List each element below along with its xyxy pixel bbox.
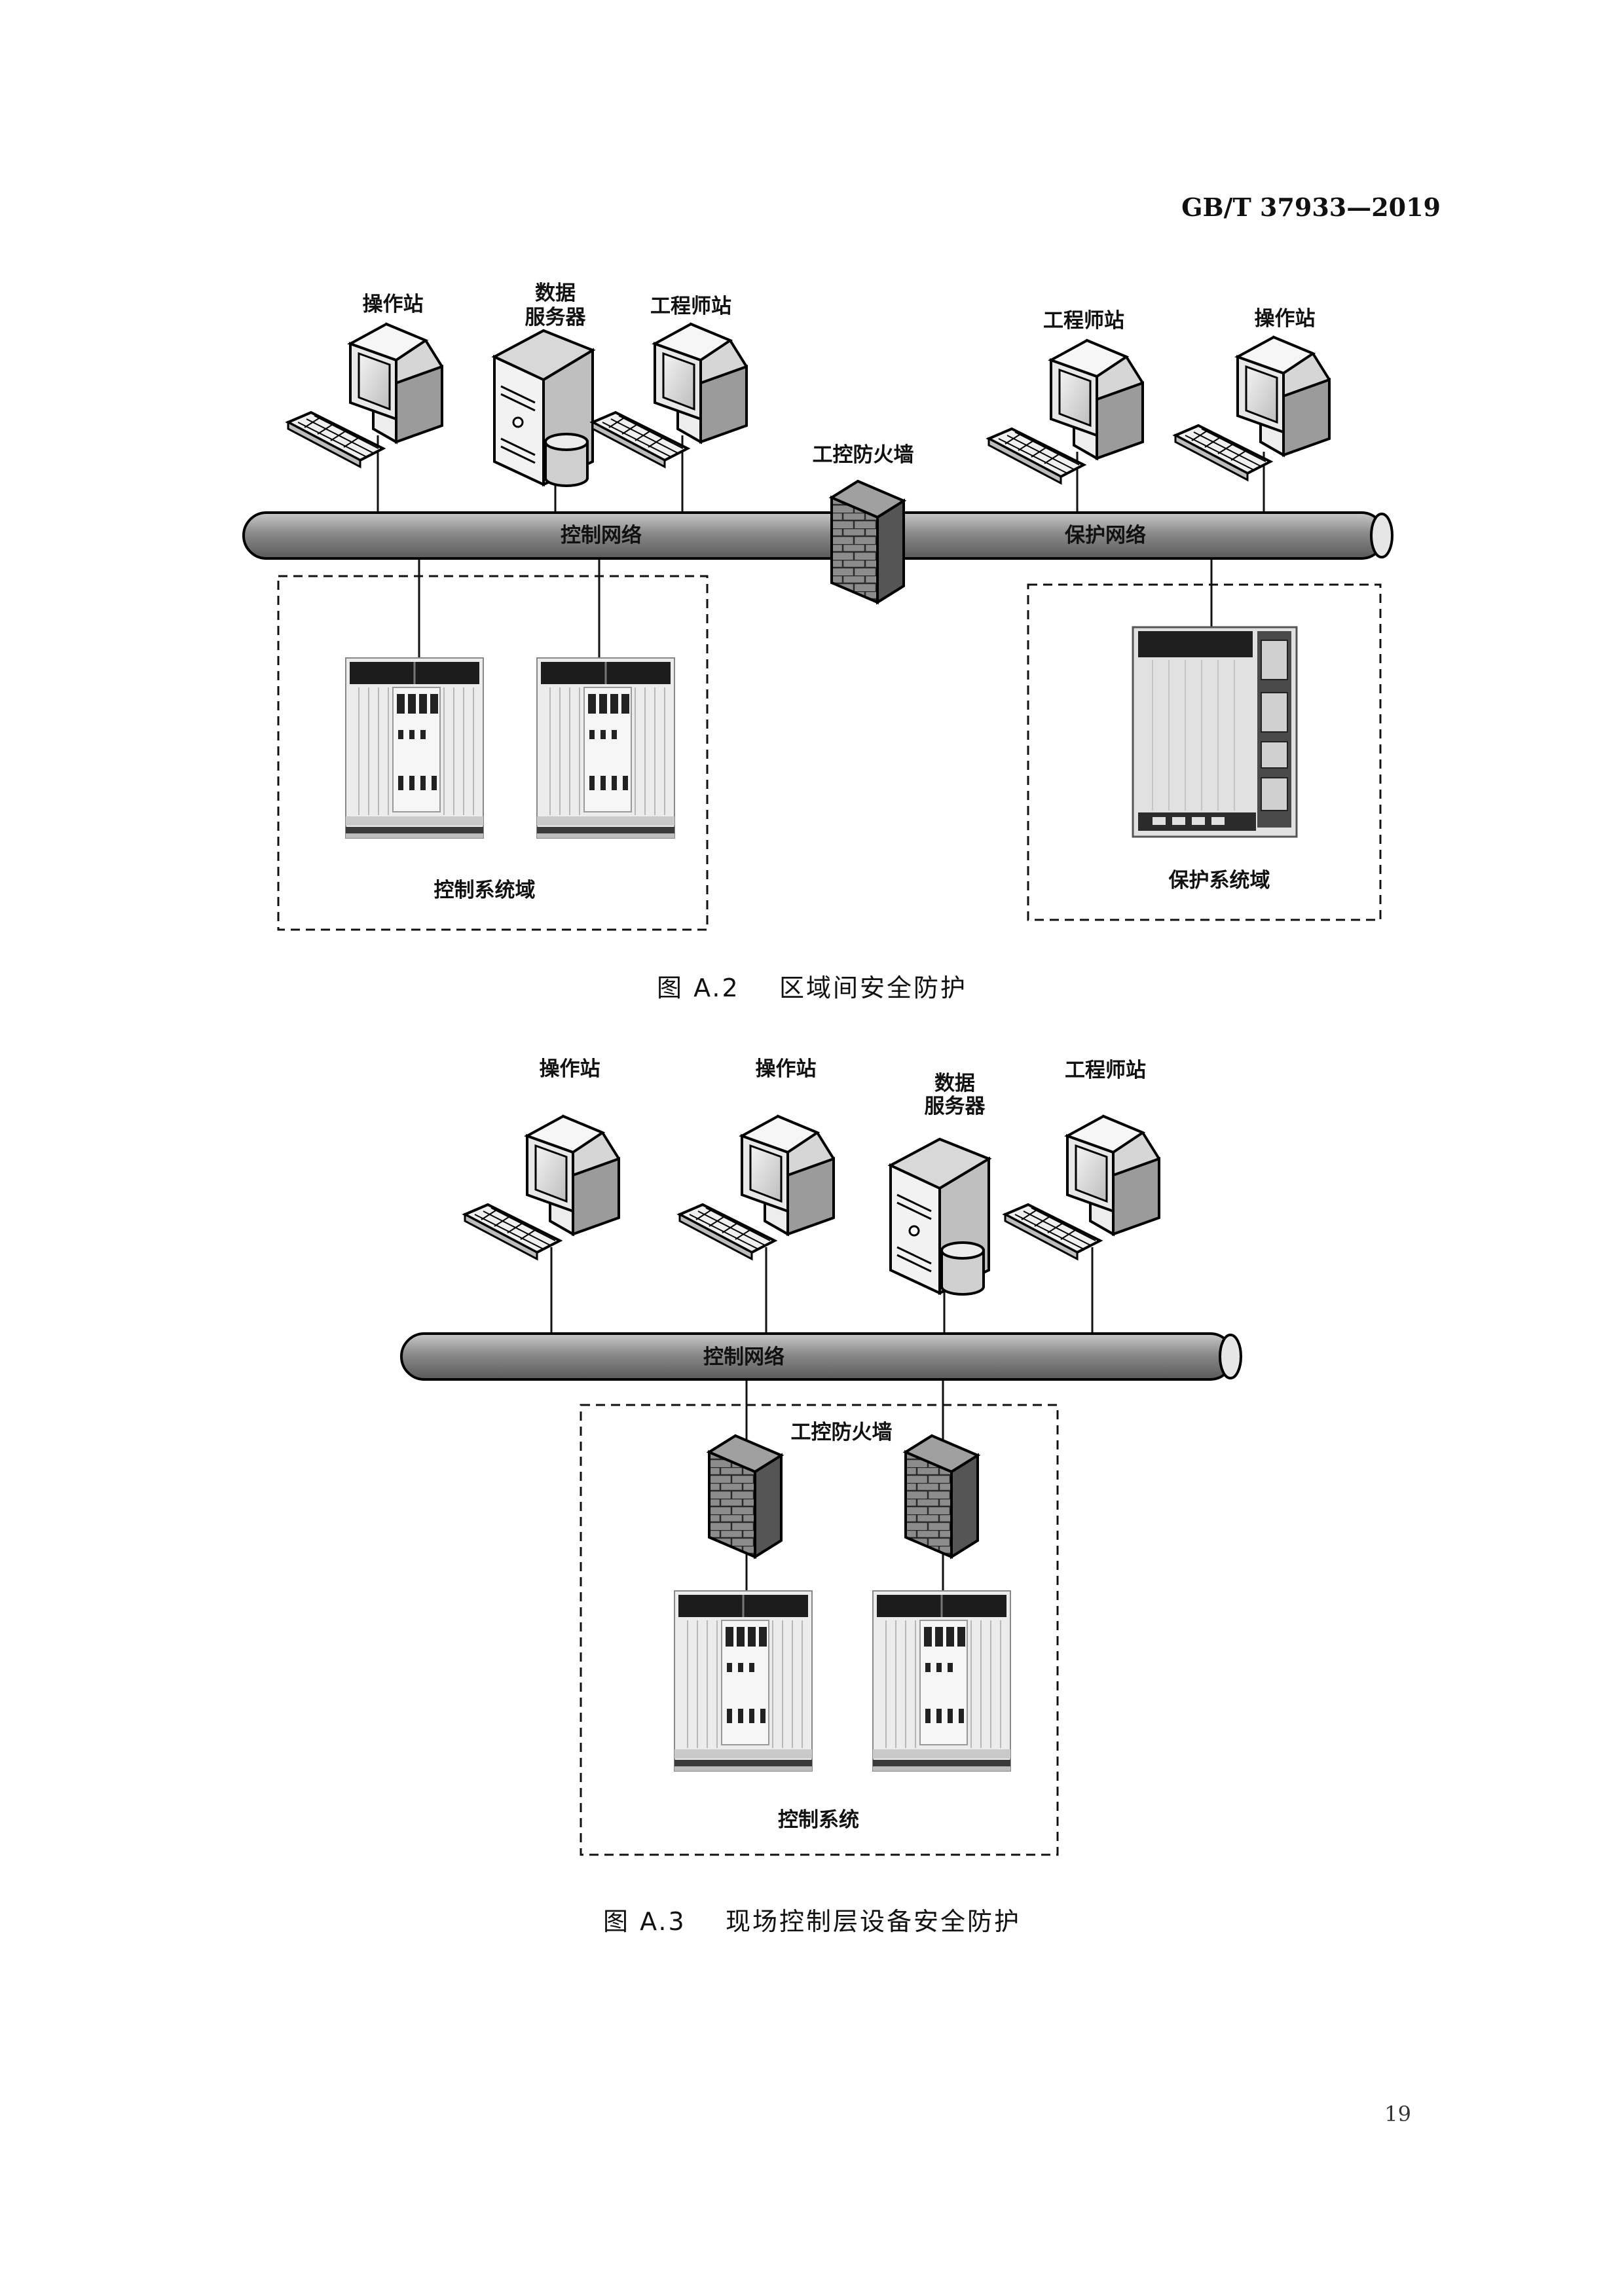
operator-station-1-label: 操作站	[540, 1057, 600, 1081]
operator-station-1-icon	[464, 1115, 620, 1260]
page-number: 19	[1384, 2102, 1411, 2126]
firewall-icon	[904, 1434, 979, 1558]
protection-network-label: 保护网络	[1065, 524, 1146, 547]
control-system-label: 控制系统	[778, 1808, 859, 1832]
engineer-station-label: 工程师站	[1065, 1059, 1146, 1082]
data-server-icon	[889, 1138, 990, 1296]
firewall-label: 工控防火墙	[813, 443, 914, 467]
figure-a2: 控制网络 保护网络 工控防火墙 操作站 数据 服务器 工程师站 工程师站 操作站…	[242, 282, 1393, 1002]
control-cabinet-icon	[344, 657, 485, 839]
data-server-label-line1: 数据	[934, 1072, 975, 1095]
operator-station-icon	[287, 323, 443, 468]
operator-station-2-label: 操作站	[756, 1057, 817, 1081]
right-engineer-station-icon	[987, 339, 1144, 484]
right-operator-station-label: 操作站	[1255, 307, 1316, 331]
data-server-icon	[493, 329, 594, 487]
control-system-boundary	[580, 1404, 1059, 1856]
control-cabinet-icon	[872, 1590, 1012, 1772]
engineer-station-label: 工程师站	[650, 295, 731, 318]
network-bus-a2	[242, 511, 1393, 560]
control-cabinet-icon	[673, 1590, 813, 1772]
firewall-label: 工控防火墙	[791, 1421, 893, 1444]
control-domain-boundary	[277, 575, 709, 931]
network-bus-a3	[400, 1332, 1242, 1381]
operator-station-label: 操作站	[363, 293, 424, 316]
control-cabinet-icon	[536, 657, 676, 839]
control-network-label: 控制网络	[703, 1345, 784, 1369]
figure-a2-caption: 图 A.2 区域间安全防护	[657, 974, 967, 1002]
firewall-icon	[708, 1434, 783, 1558]
figure-a3: 控制网络 操作站 操作站 数据 服务器 工程师站 工控防火墙 控制系统 图 A.…	[400, 1057, 1242, 1936]
right-operator-station-icon	[1174, 336, 1331, 481]
engineer-station-icon	[591, 323, 748, 468]
data-server-label-line2: 服务器	[525, 306, 587, 329]
control-domain-label: 控制系统域	[434, 879, 536, 902]
right-engineer-station-label: 工程师站	[1043, 309, 1124, 333]
data-server-label-line2: 服务器	[925, 1095, 986, 1118]
protection-rack-icon	[1132, 626, 1298, 838]
figure-a3-caption: 图 A.3 现场控制层设备安全防护	[603, 1907, 1021, 1936]
data-server-label-line1: 数据	[535, 282, 576, 305]
firewall-icon	[830, 480, 905, 604]
operator-station-2-icon	[678, 1115, 835, 1260]
standard-code: GB/T 37933—2019	[1181, 192, 1441, 222]
engineer-station-icon	[1004, 1115, 1160, 1260]
protection-domain-boundary	[1027, 583, 1382, 921]
protection-domain-label: 保护系统域	[1169, 869, 1270, 892]
control-network-label: 控制网络	[561, 524, 642, 547]
